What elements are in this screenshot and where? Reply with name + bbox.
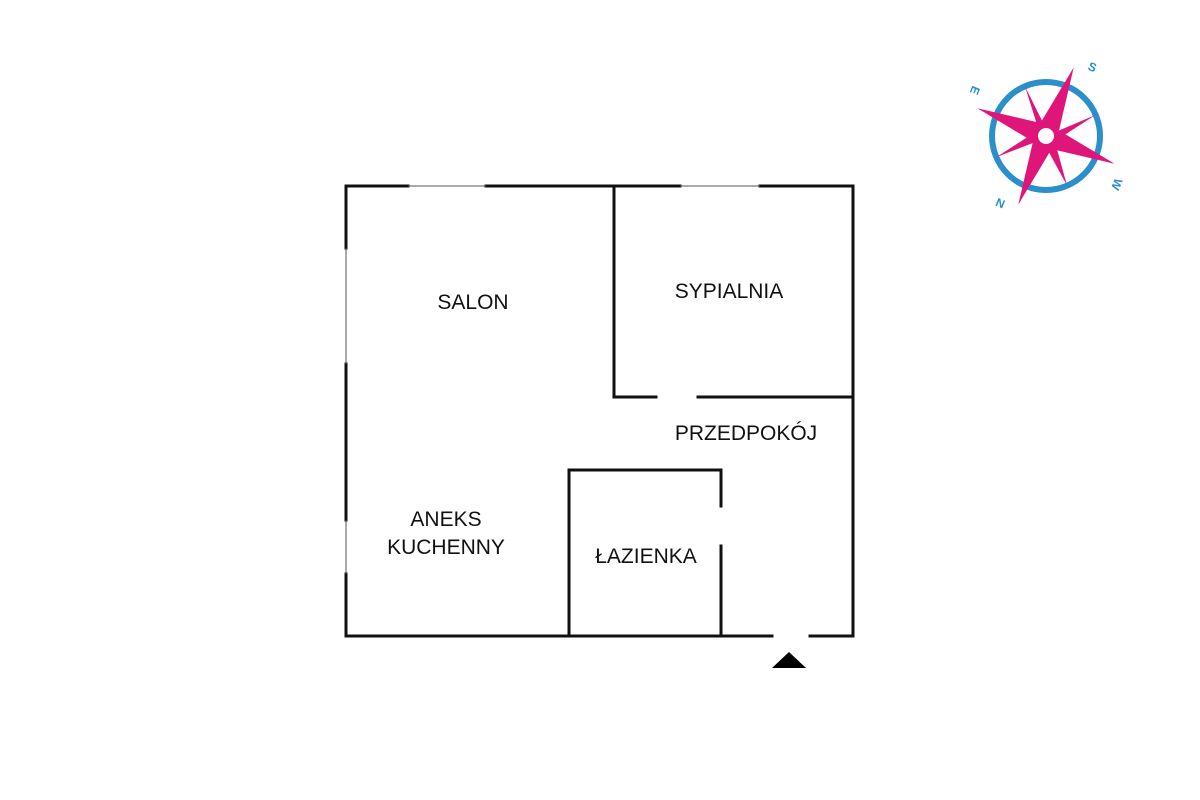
room-label-aneks-line2: KUCHENNY xyxy=(387,536,505,559)
compass-letter-w: W xyxy=(1108,176,1125,192)
room-label-salon: SALON xyxy=(437,291,508,314)
bedroom-walls xyxy=(612,184,855,399)
compass-letter-s: S xyxy=(1086,59,1099,75)
compass-letter-e: E xyxy=(967,84,983,97)
room-label-lazienka: ŁAZIENKA xyxy=(595,545,697,568)
compass-rose-icon: S N E W xyxy=(967,59,1126,211)
compass-ring xyxy=(989,79,1103,193)
compass-star xyxy=(977,67,1115,205)
compass-letter-n: N xyxy=(994,195,1007,211)
bathroom-walls xyxy=(567,468,723,638)
room-label-przedpokoj: PRZEDPOKÓJ xyxy=(675,422,817,445)
room-label-aneks-line1: ANEKS xyxy=(410,508,481,531)
outer-walls xyxy=(344,184,855,638)
room-label-sypialnia: SYPIALNIA xyxy=(675,280,784,303)
windows xyxy=(345,185,760,574)
compass-center xyxy=(1038,128,1054,144)
entrance-arrow-icon xyxy=(772,652,806,668)
